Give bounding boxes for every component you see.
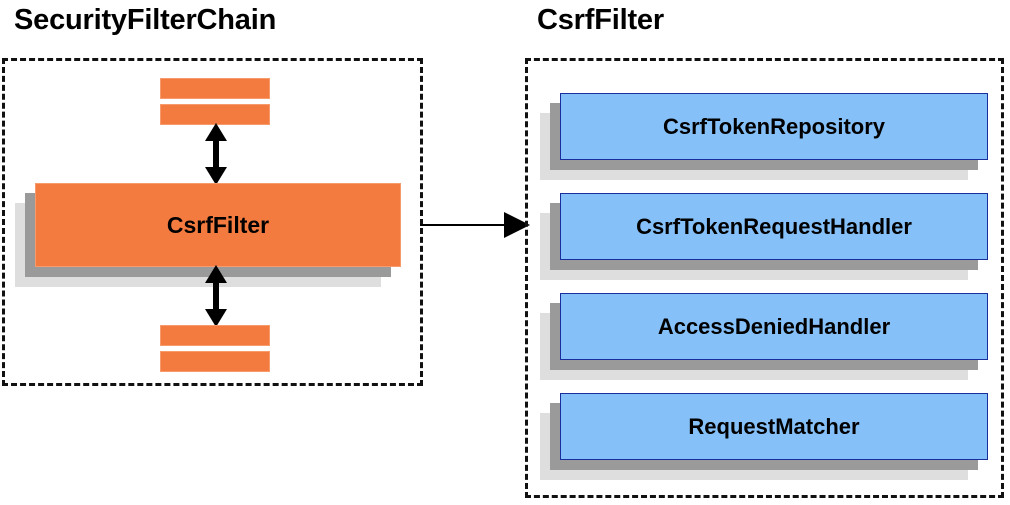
filter-slab-top-2: [160, 104, 270, 125]
component-request-matcher[interactable]: RequestMatcher: [540, 393, 988, 480]
component-csrf-token-request-handler[interactable]: CsrfTokenRequestHandler: [540, 193, 988, 280]
panel-security-filter-chain: [2, 58, 423, 386]
component-face: CsrfTokenRequestHandler: [560, 193, 988, 260]
arrow-up-down-bottom: [205, 265, 227, 327]
component-label: RequestMatcher: [688, 413, 860, 439]
filter-slab-bottom-2: [160, 351, 270, 372]
component-label: AccessDeniedHandler: [657, 313, 891, 339]
component-label: CsrfTokenRequestHandler: [636, 213, 912, 239]
arrow-up-down-top: [205, 123, 227, 185]
panel-title-csrf-filter: CsrfFilter: [537, 4, 664, 36]
arrow-chain-to-filter: [420, 212, 530, 238]
csrf-filter-box-label: CsrfFilter: [166, 211, 270, 238]
filter-slab-bottom-1: [160, 325, 270, 346]
component-csrf-token-repository[interactable]: CsrfTokenRepository: [540, 93, 988, 180]
csrf-filter-box[interactable]: CsrfFilter: [15, 183, 401, 287]
component-face: AccessDeniedHandler: [560, 293, 988, 360]
panel-title-security-filter-chain: SecurityFilterChain: [14, 4, 277, 36]
panel-csrf-filter: [525, 58, 1004, 498]
component-face: RequestMatcher: [560, 393, 988, 460]
component-face: CsrfTokenRepository: [560, 93, 988, 160]
component-label: CsrfTokenRepository: [662, 113, 886, 139]
csrf-filter-box-face: CsrfFilter: [35, 183, 401, 267]
filter-slab-top-1: [160, 78, 270, 99]
component-access-denied-handler[interactable]: AccessDeniedHandler: [540, 293, 988, 380]
